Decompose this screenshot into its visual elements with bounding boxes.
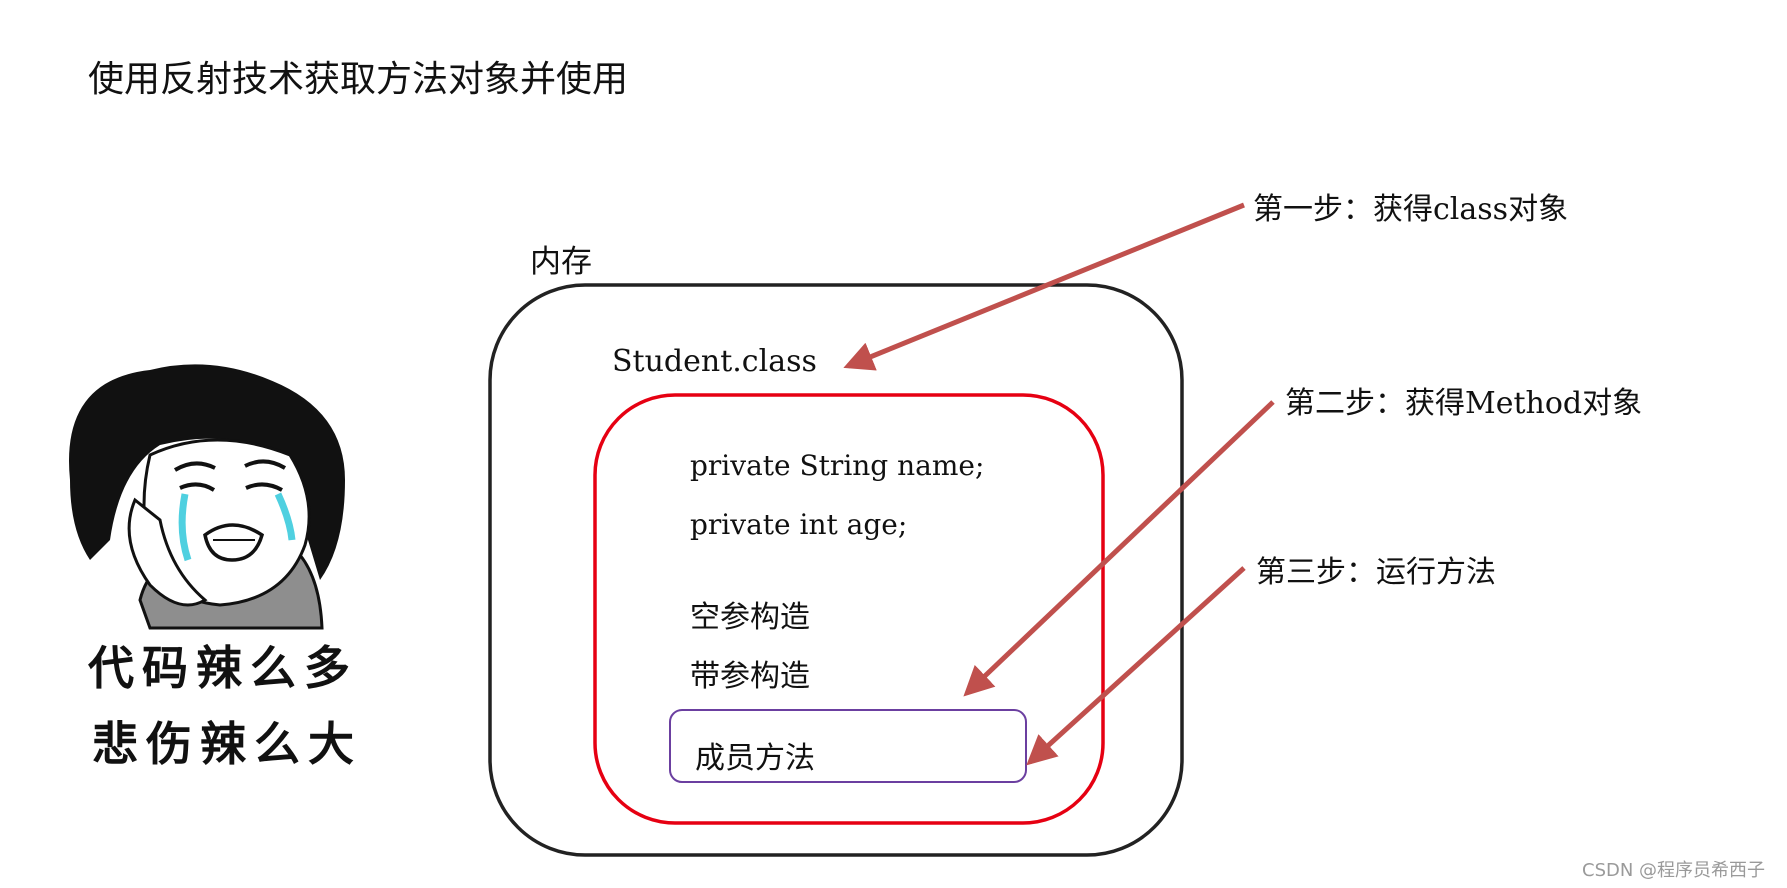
class-name-label: Student.class <box>612 344 817 379</box>
class-container <box>593 393 1105 825</box>
crying-face-icon <box>69 364 345 630</box>
step-1-label: 第一步：获得class对象 <box>1253 192 1569 227</box>
step-2-label: 第二步：获得Method对象 <box>1285 386 1643 421</box>
memory-label: 内存 <box>530 244 592 280</box>
member-arg-constructor: 带参构造 <box>690 659 810 694</box>
method-box-label: 成员方法 <box>695 741 815 776</box>
meme-caption-line-2: 悲伤辣么大 <box>92 717 362 771</box>
member-no-arg-constructor: 空参构造 <box>690 600 810 635</box>
watermark: CSDN @程序员希西子 <box>1582 860 1766 881</box>
method-box <box>669 709 1027 783</box>
memory-container <box>488 283 1184 857</box>
page-title: 使用反射技术获取方法对象并使用 <box>88 59 629 100</box>
meme-caption-line-1: 代码辣么多 <box>88 641 358 695</box>
step3-arrow <box>1026 566 1246 766</box>
step1-arrow <box>843 202 1245 371</box>
step2-arrow <box>963 400 1275 697</box>
member-field-age: private int age; <box>690 508 908 541</box>
step-3-label: 第三步：运行方法 <box>1256 555 1496 590</box>
member-field-name: private String name; <box>690 449 985 482</box>
